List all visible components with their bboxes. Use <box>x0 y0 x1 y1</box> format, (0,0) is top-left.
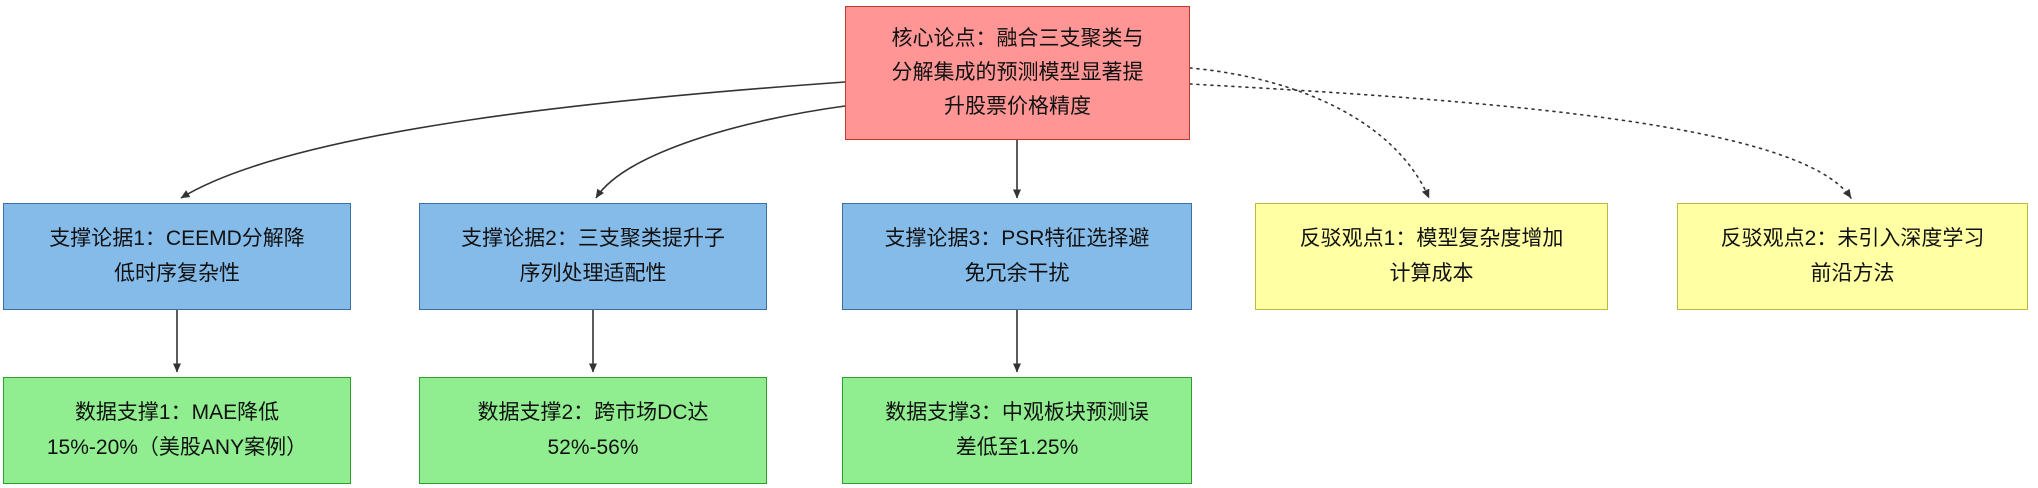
evidence-node-3-label: 数据支撑3：中观板块预测误差低至1.25% <box>885 401 1149 459</box>
support-node-2-label: 支撑论据2：三支聚类提升子序列处理适配性 <box>461 227 725 285</box>
core-claim-label: 核心论点：融合三支聚类与分解集成的预测模型显著提升股票价格精度 <box>891 26 1144 118</box>
evidence-node-2-label: 数据支撑2：跨市场DC达52%-56% <box>477 401 709 459</box>
support-node-1-label: 支撑论据1：CEEMD分解降低时序复杂性 <box>49 227 305 285</box>
core-claim-node: 核心论点：融合三支聚类与分解集成的预测模型显著提升股票价格精度 <box>845 6 1190 140</box>
evidence-node-2: 数据支撑2：跨市场DC达52%-56% <box>419 377 767 484</box>
counter-node-2: 反驳观点2：未引入深度学习前沿方法 <box>1677 203 2028 310</box>
evidence-node-1: 数据支撑1：MAE降低15%-20%（美股ANY案例） <box>3 377 351 484</box>
counter-node-2-label: 反驳观点2：未引入深度学习前沿方法 <box>1720 227 1985 285</box>
arrow-core-to-counter-2 <box>1189 83 1852 199</box>
counter-node-1: 反驳观点1：模型复杂度增加计算成本 <box>1255 203 1608 310</box>
evidence-node-3: 数据支撑3：中观板块预测误差低至1.25% <box>842 377 1192 484</box>
support-node-3-label: 支撑论据3：PSR特征选择避免冗余干扰 <box>884 227 1150 285</box>
counter-node-1-label: 反驳观点1：模型复杂度增加计算成本 <box>1299 227 1564 285</box>
evidence-node-1-label: 数据支撑1：MAE降低15%-20%（美股ANY案例） <box>46 401 308 459</box>
arrow-core-to-counter-1 <box>1189 67 1430 199</box>
support-node-2: 支撑论据2：三支聚类提升子序列处理适配性 <box>419 203 767 310</box>
arrow-core-to-support-2 <box>595 105 846 199</box>
support-node-1: 支撑论据1：CEEMD分解降低时序复杂性 <box>3 203 351 310</box>
arrow-core-to-support-1 <box>180 81 846 199</box>
support-node-3: 支撑论据3：PSR特征选择避免冗余干扰 <box>842 203 1192 310</box>
